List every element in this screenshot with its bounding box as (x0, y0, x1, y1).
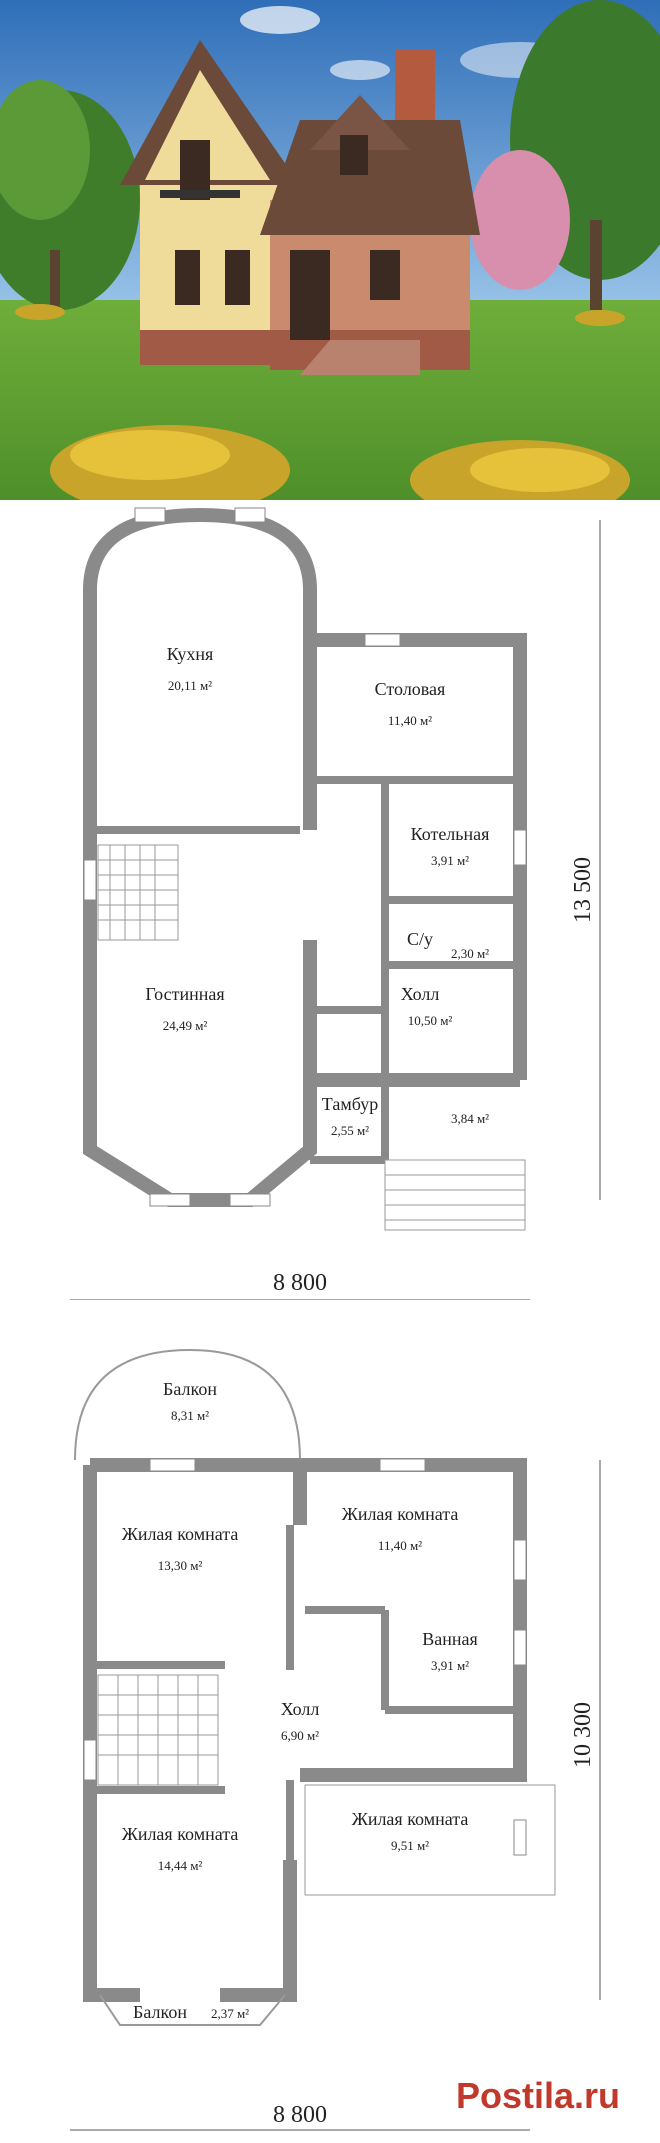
room-area: 2,30 м² (451, 946, 489, 961)
room-area: 3,84 м² (451, 1111, 489, 1126)
room-label: Балкон (163, 1379, 217, 1399)
room-label: Жилая комната (122, 1824, 239, 1844)
room-label: Холл (281, 1699, 320, 1719)
watermark-logo: Postila.ru (456, 2075, 620, 2116)
room-label: Жилая комната (352, 1809, 469, 1829)
room-label: Гостинная (145, 984, 224, 1004)
room-label: Столовая (375, 679, 446, 699)
room-label: Жилая комната (342, 1504, 459, 1524)
floor-plan-1: Кухня 20,11 м² Столовая 11,40 м² Котельн… (70, 507, 601, 1300)
room-area: 9,51 м² (391, 1838, 429, 1853)
room-area: 3,91 м² (431, 1658, 469, 1673)
house-rendering (0, 0, 660, 500)
room-area: 2,55 м² (331, 1123, 369, 1138)
room-area: 11,40 м² (378, 1538, 422, 1553)
dimension-height: 13 500 (570, 857, 596, 923)
dimension-height: 10 300 (570, 1702, 596, 1768)
room-area: 11,40 м² (388, 713, 432, 728)
room-label: Котельная (411, 824, 490, 844)
room-area: 6,90 м² (281, 1728, 319, 1743)
floor-plan-2: Балкон 8,31 м² Жилая комната 13,30 м² Жи… (70, 1348, 620, 2131)
room-label: Балкон (133, 2002, 187, 2022)
room-area: 2,37 м² (211, 2006, 249, 2021)
dimension-width: 8 800 (273, 2102, 327, 2128)
room-label: Холл (401, 984, 440, 1004)
room-area: 24,49 м² (163, 1018, 208, 1033)
room-area: 3,91 м² (431, 853, 469, 868)
dimension-width: 8 800 (273, 1270, 327, 1296)
room-label: Жилая комната (122, 1524, 239, 1544)
room-area: 8,31 м² (171, 1408, 209, 1423)
room-label: Ванная (422, 1629, 478, 1649)
room-label: Тамбур (322, 1094, 378, 1114)
room-area: 20,11 м² (168, 678, 212, 693)
room-label: Кухня (167, 644, 214, 664)
room-area: 14,44 м² (158, 1858, 203, 1873)
room-label: С/у (407, 929, 433, 949)
room-area: 13,30 м² (158, 1558, 203, 1573)
room-area: 10,50 м² (408, 1013, 453, 1028)
